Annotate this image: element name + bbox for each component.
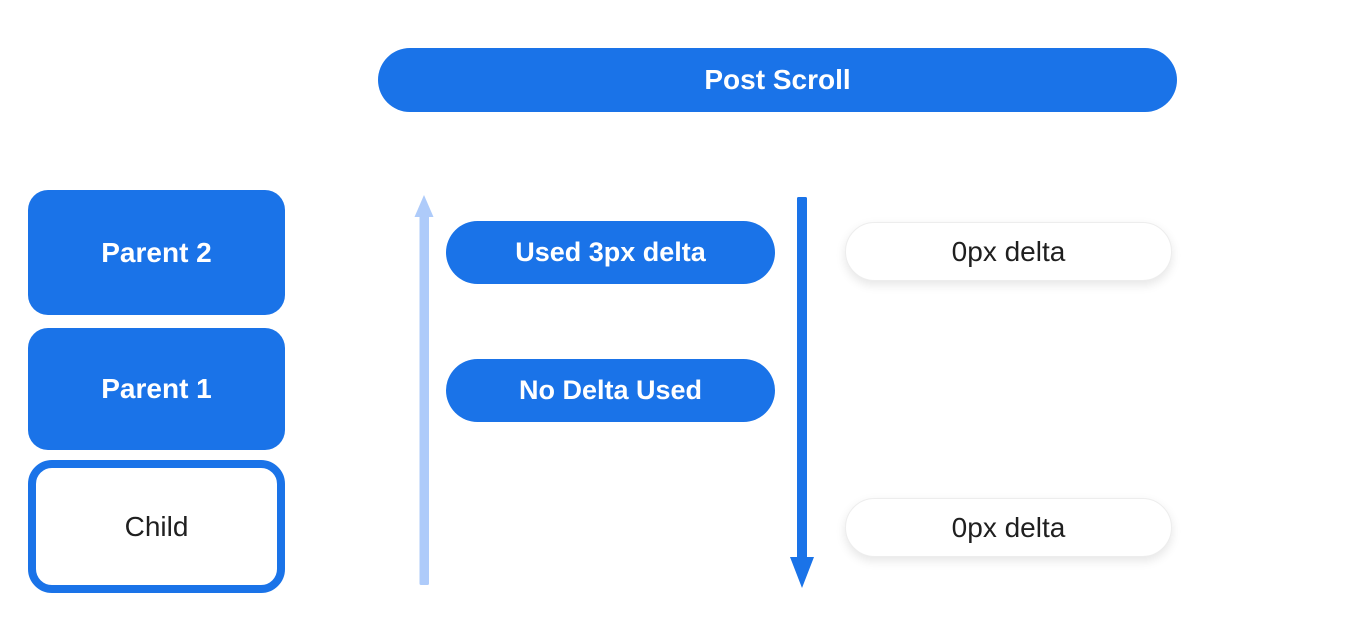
no-delta-used-label: No Delta Used [518, 375, 703, 405]
zero-px-delta-bottom-label: 0px delta [951, 511, 1066, 543]
zero-px-delta-top-label: 0px delta [951, 235, 1066, 267]
up-arrow-shaft [419, 214, 429, 585]
parent-2-box: Parent 2 [28, 190, 285, 315]
up-arrow [414, 195, 434, 585]
zero-px-delta-bottom-pill: 0px delta [845, 498, 1172, 557]
used-3px-delta-label: Used 3px delta [515, 237, 706, 267]
child-label: Child [124, 510, 189, 542]
up-arrowhead-icon [414, 195, 434, 217]
post-scroll-label: Post Scroll [704, 64, 851, 95]
down-arrow-shaft [797, 197, 807, 559]
down-arrow [790, 197, 814, 588]
down-arrowhead-icon [790, 557, 814, 588]
post-scroll-header: Post Scroll [378, 48, 1177, 112]
parent-1-label: Parent 1 [101, 373, 212, 404]
parent-2-label: Parent 2 [101, 236, 212, 268]
used-3px-delta-pill: Used 3px delta [446, 221, 775, 284]
parent-1-box: Parent 1 [28, 328, 285, 450]
no-delta-used-pill: No Delta Used [446, 359, 775, 422]
child-box: Child [28, 460, 285, 593]
zero-px-delta-top-pill: 0px delta [845, 222, 1172, 281]
